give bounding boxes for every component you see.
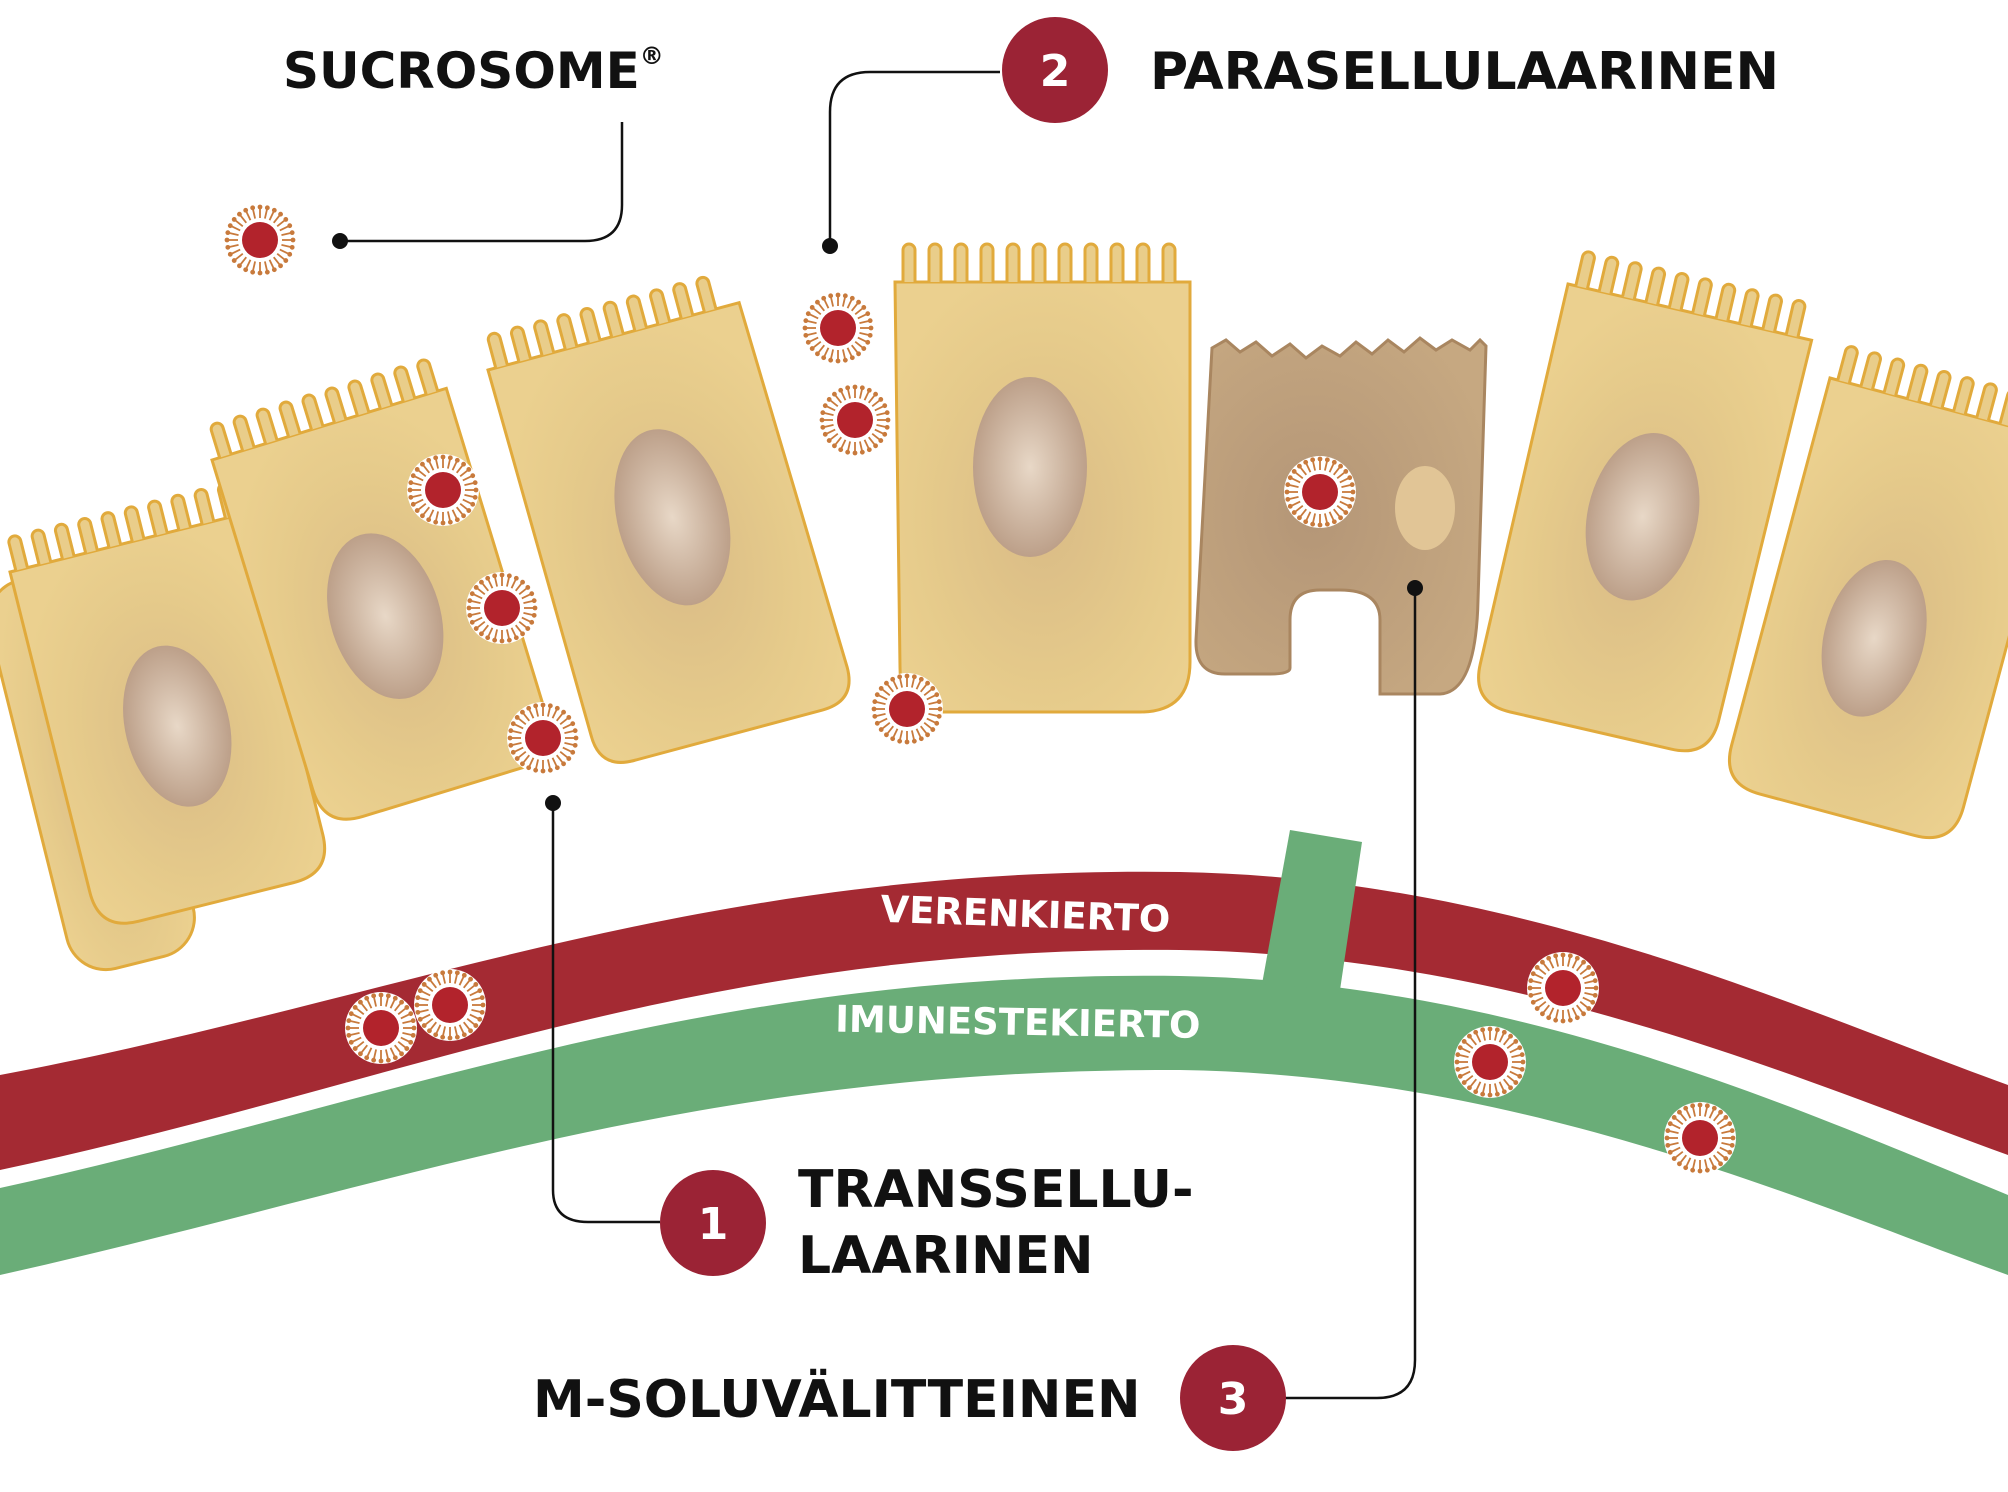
leader-dots [332,233,1423,811]
nucleus [1585,432,1700,601]
badge-transcellular-number: 1 [698,1199,729,1250]
blood-vessel-label: VERENKIERTO [880,888,1171,941]
sucrosome-particle [224,204,296,276]
sucrosome-particle [1454,1026,1526,1098]
nucleus [123,645,232,807]
blood-vessel [0,871,2008,1170]
nucleus [973,377,1087,557]
sucrosome-particle [802,292,874,364]
sucrosome-title: SUCROSOME® [283,42,664,100]
m-cell-vacuole [1395,466,1455,550]
epithelial-cells [0,242,2008,972]
badge-paracellular-number: 2 [1040,46,1071,97]
mcell-label: M-SOLUVÄLITTEINEN [533,1370,1141,1430]
registered-mark: ® [639,42,664,70]
leader-dot [545,795,561,811]
leader-paracellular [828,70,1000,246]
sucrosome-particle [1664,1102,1736,1174]
epithelial-cell [893,242,1192,714]
leader-dot [332,233,348,249]
epithelial-cell [486,275,851,764]
badge-paracellular [1002,17,1108,123]
badge-mcell-number: 3 [1218,1374,1249,1425]
sucrosome-particle [1527,952,1599,1024]
epithelial-cell [1477,250,1814,753]
leader-sucrosome [340,122,624,243]
sucrosome-label: SUCROSOME [283,42,640,100]
leader-mcell [1283,588,1417,1400]
leader-dot [1407,580,1423,596]
leader-dot [822,238,838,254]
badge-transcellular [660,1170,766,1276]
transcellular-label-line2: LAARINEN [798,1226,1094,1286]
sucrosome-particles [224,204,1736,1174]
sucrosome-particle [345,992,417,1064]
sucrosome-particle [466,572,538,644]
badge-mcell [1180,1345,1286,1451]
nucleus [1821,559,1927,717]
sucrosome-particle [871,673,943,745]
transcellular-label-line1: TRANSSELLU- [798,1160,1194,1220]
lymph-vessel-label: IMUNESTEKIERTO [835,998,1201,1047]
lymph-branch [1262,830,1362,990]
epithelial-cell [1727,345,2008,840]
paracellular-label: PARASELLULAARINEN [1150,42,1780,102]
sucrosome-particle [414,969,486,1041]
epithelial-cell [7,482,327,925]
sucrosome-particle [819,384,891,456]
leader-transcellular [551,803,660,1224]
sucrosome-particle [1284,456,1356,528]
nucleus [327,533,444,700]
leader-lines [340,70,1417,1400]
sucrosome-particle [507,702,579,774]
nucleus [614,429,731,606]
sucrosome-particle [407,454,479,526]
